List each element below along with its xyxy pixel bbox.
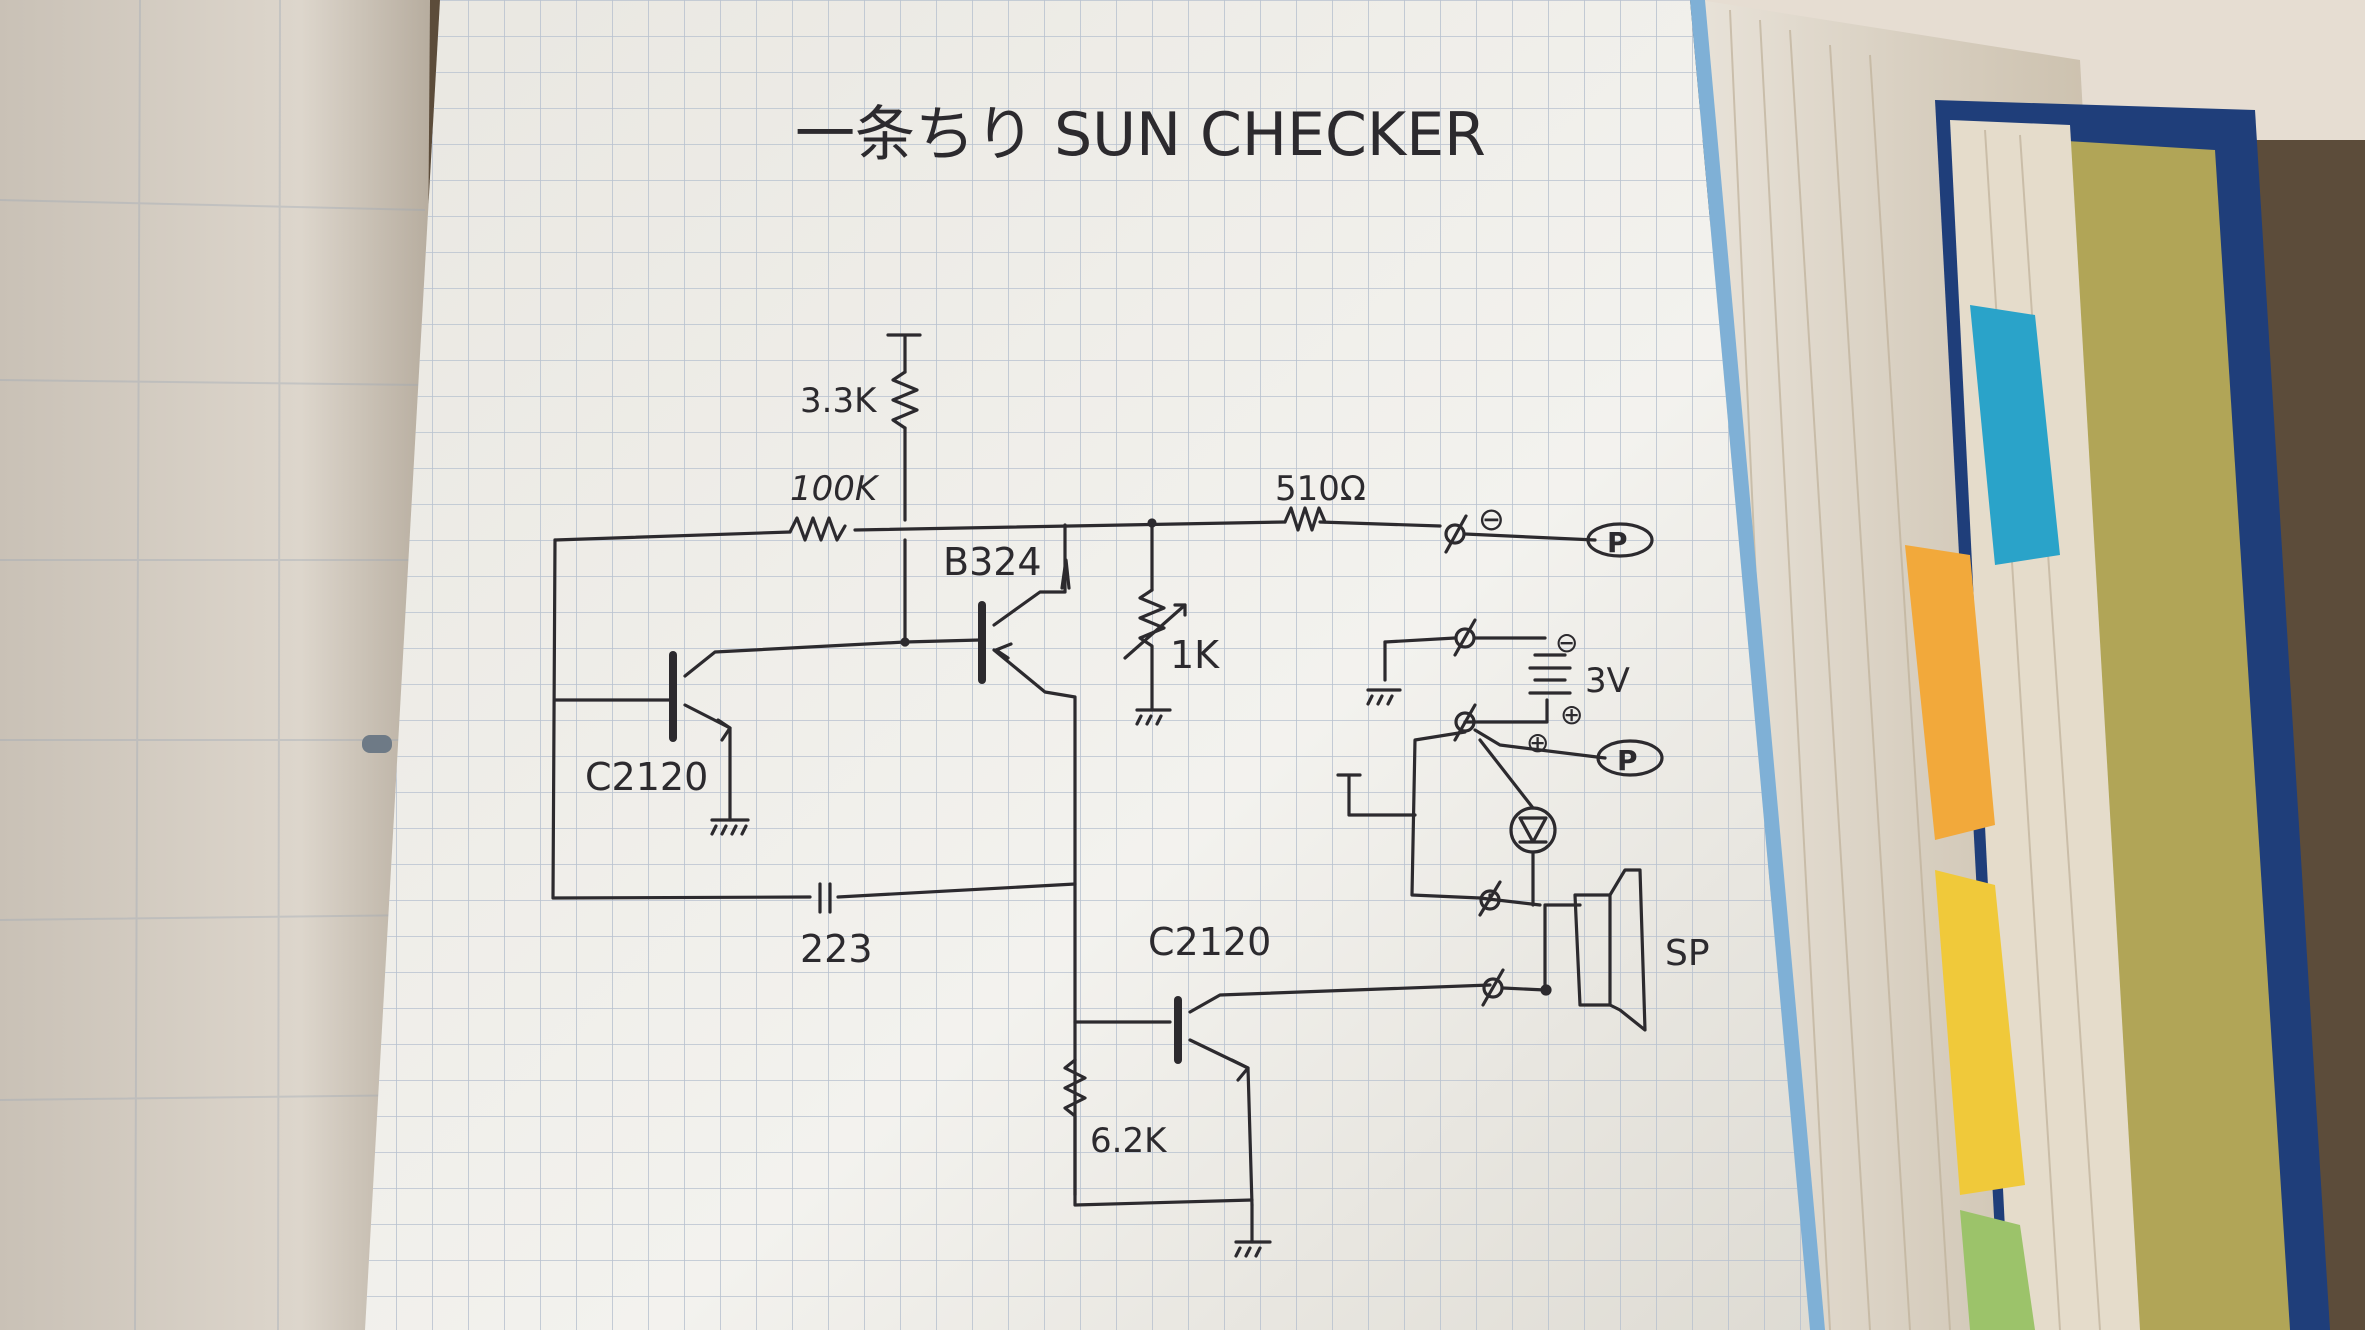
emitter-arrow-left — [716, 718, 732, 742]
speaker-cone — [1608, 868, 1647, 1032]
ground-left — [710, 818, 750, 836]
base-link-wire — [683, 638, 982, 678]
label-6k2: 6.2K — [1090, 1121, 1168, 1161]
ring-binder-clip — [362, 735, 392, 753]
label-510: 510Ω — [1275, 469, 1366, 509]
diagram-title: 一条ちり SUN CHECKER — [795, 100, 1486, 170]
emitter-arrow-right — [1230, 1058, 1250, 1082]
grid-paper — [365, 0, 1810, 1330]
tab-green — [1960, 1210, 2035, 1330]
label-100k: 100K — [790, 469, 880, 509]
page-edge-blue — [1690, 0, 1825, 1330]
top-rail-wire — [553, 520, 1442, 542]
resistor-510 — [1283, 506, 1327, 532]
terminal-plus-node: ⊕ — [1526, 726, 1549, 759]
probe-bottom-label: P — [1617, 744, 1638, 777]
left-loop-wire — [551, 538, 812, 900]
probe-bottom — [1596, 739, 1664, 777]
probe-top — [1586, 522, 1654, 558]
schematic — [551, 333, 1664, 1258]
capacitor-223 — [818, 882, 832, 914]
terminal-minus-top: ⊖ — [1478, 500, 1505, 538]
terminal-o-speaker-top — [1479, 889, 1501, 911]
emitter-arrow-pnp — [994, 642, 1013, 660]
label-3k3: 3.3K — [800, 381, 878, 421]
label-223: 223 — [800, 927, 873, 971]
label-3v: 3V — [1585, 661, 1630, 701]
terminal-minus-battery: ⊖ — [1555, 626, 1578, 659]
label-c2120-right: C2120 — [1148, 920, 1271, 964]
label-b324: B324 — [943, 540, 1042, 584]
tab-orange — [1905, 545, 1995, 840]
potentiometer-1k — [1138, 588, 1166, 712]
resistor-3k3 — [891, 370, 919, 430]
vcc-top — [886, 333, 922, 374]
left-page-grid — [0, 0, 426, 1330]
tab-blue — [1970, 305, 2060, 565]
label-c2120-left: C2120 — [585, 755, 708, 799]
ground-battery — [1366, 640, 1402, 706]
probe-top-label: P — [1607, 526, 1628, 559]
ground-pot — [1135, 708, 1172, 726]
resistor-6k2 — [1063, 1058, 1254, 1207]
label-sp: SP — [1665, 933, 1710, 974]
terminal-plus-battery: ⊕ — [1560, 698, 1583, 731]
label-1k: 1K — [1170, 633, 1220, 677]
left-page — [0, 0, 430, 1330]
labels: 一条ちり SUN CHECKER 3.3K 100K B324 C2120 1K… — [585, 100, 1710, 1161]
resistor-100k — [788, 516, 847, 542]
battery-3v — [1528, 653, 1572, 695]
tab-yellow — [1935, 870, 2025, 1195]
